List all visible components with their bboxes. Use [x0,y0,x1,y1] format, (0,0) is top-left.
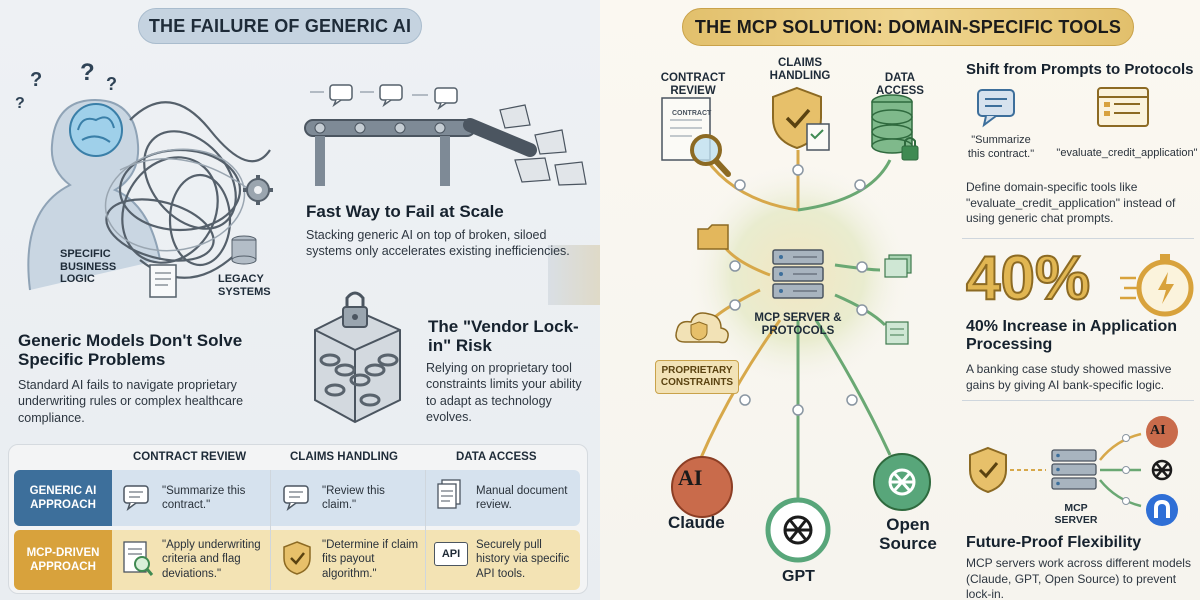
stat-value: 40% [965,244,1091,313]
section-divider [962,400,1194,401]
openai-logo-icon [888,468,916,496]
mcp-hub-diagram [661,86,931,563]
question-mark-icon: ? ? ? ? [15,59,117,112]
mcp-contract-cell: "Apply underwriting criteria and flag de… [162,539,261,580]
chat-bubble-icon [977,89,1015,128]
mcp-data-cell: Securely pull history via specific API t… [476,539,570,580]
document-icon [149,264,177,298]
cloud-icon [675,312,729,344]
shield-icon [969,446,1007,494]
padlock-icon [901,137,919,161]
mcp-claims-cell: "Determine if claim fits payout algorith… [322,539,419,580]
document-magnifier-icon [123,541,154,576]
fail-scale-body: Stacking generic AI on top of broken, si… [306,228,570,259]
generic-data-cell: Manual document review. [476,485,568,512]
shift-chip-tool: "evaluate_credit_application" [1056,147,1198,159]
contract-doc-label: CONTRACT [672,110,712,117]
svg-text:?: ? [30,69,42,91]
document-icon [884,254,912,278]
claude-logo-icon: AI [678,465,703,490]
shift-heading: Shift from Prompts to Protocols [966,61,1194,78]
openai-logo-icon [1151,459,1173,481]
api-icon: API [434,542,468,566]
chat-bubble-icon [329,84,458,111]
claims-handling-label: CLAIMS HANDLING [769,57,831,83]
legacy-systems-label: LEGACY SYSTEMS [218,273,271,298]
right-title: THE MCP SOLUTION: DOMAIN-SPECIFIC TOOLS [682,8,1134,46]
future-proof-diagram [969,416,1178,526]
vendor-lockin-body: Relying on proprietary tool constraints … [426,361,582,424]
contract-review-label: CONTRACT REVIEW [660,72,726,98]
mcp-server-label: MCP SERVER & PROTOCOLS [754,312,842,338]
database-icon [871,94,919,161]
svg-text:?: ? [15,95,25,112]
folder-icon [697,224,729,250]
document-icon [885,321,909,345]
left-title: THE FAILURE OF GENERIC AI [138,8,422,44]
specific-logic-label: SPECIFIC BUSINESS LOGIC [60,248,117,286]
stat-body: A banking case study showed massive gain… [966,362,1172,392]
svg-text:?: ? [80,59,95,86]
table-col-claims: CLAIMS HANDLING [290,451,398,463]
shift-chip-prompt: "Summarize this contract." [967,134,1035,160]
server-icon [772,249,824,299]
generic-claims-cell: "Review this claim." [322,485,385,512]
tangled-ai-illustration: ? ? ? ? [15,59,273,298]
brain-icon [69,103,123,157]
claude-label: Claude [668,513,725,532]
document-icon [437,479,461,509]
table-col-data: DATA ACCESS [456,451,537,463]
shift-body: Define domain-specific tools like "evalu… [966,180,1176,226]
chat-bubble-icon [123,485,149,512]
server-icon [1051,449,1097,490]
open-source-label: Open Source [879,515,937,553]
stat-heading: 40% Increase in Application Processing [966,318,1178,353]
chat-bubble-icon [283,485,309,512]
stopwatch-icon [1120,254,1194,317]
chain-icon [319,353,399,407]
svg-text:?: ? [106,74,117,94]
proprietary-constraints-label: PROPRIETARY CONSTRAINTS [655,360,739,394]
generic-contract-cell: "Summarize this contract." [162,485,246,512]
conveyor-icon [304,84,587,186]
fail-scale-heading: Fast Way to Fail at Scale [306,202,504,221]
magnifier-icon [690,134,731,177]
openai-logo-icon [783,515,813,545]
database-icon [231,235,257,265]
claude-logo-icon: AI [1150,423,1166,438]
gpt-label: GPT [782,568,815,585]
shield-icon [772,86,830,151]
browser-window-icon [1097,87,1149,127]
future-server-label: MCP SERVER [1054,502,1098,527]
table-divider [270,470,271,590]
table-divider [425,470,426,590]
chained-box-illustration [314,291,401,424]
future-body: MCP servers work across different models… [966,556,1191,600]
row-label-mcp: MCP-DRIVEN APPROACH [14,530,112,590]
gear-icon [243,175,273,205]
table-col-contract: CONTRACT REVIEW [133,451,247,463]
future-heading: Future-Proof Flexibility [966,534,1142,551]
row-label-generic: GENERIC AI APPROACH [14,470,112,526]
shield-icon [283,541,311,575]
generic-models-heading: Generic Models Don't Solve Specific Prob… [18,331,243,369]
section-divider [962,238,1194,239]
vendor-lockin-heading: The "Vendor Lock-in" Risk [428,317,579,355]
data-access-label: DATA ACCESS [876,72,924,98]
generic-models-body: Standard AI fails to navigate proprietar… [18,378,244,425]
padlock-icon [342,291,368,328]
